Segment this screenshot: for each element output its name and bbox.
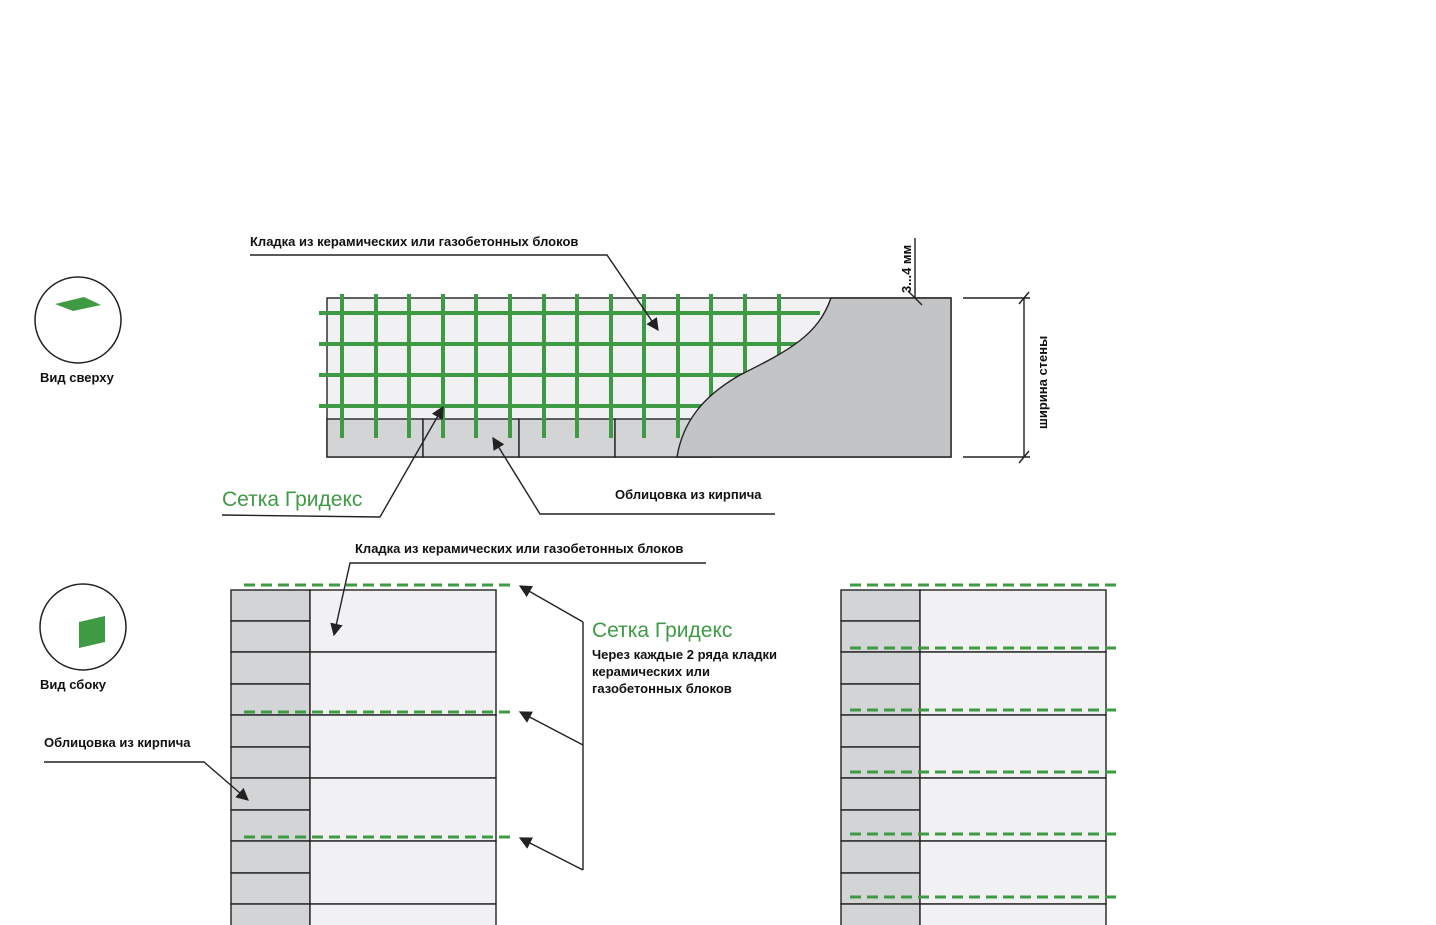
brick xyxy=(422,418,520,458)
mesh-leader-side xyxy=(518,711,584,746)
masonry-block xyxy=(919,589,1107,653)
mesh-leader-side xyxy=(518,837,584,871)
top-view-label: Вид сверху xyxy=(40,370,115,385)
brick xyxy=(230,903,311,925)
brick-column-right xyxy=(840,589,921,925)
top-view-circle xyxy=(34,276,122,364)
gridex-mesh-top xyxy=(319,294,820,438)
brick xyxy=(840,651,921,685)
masonry-block xyxy=(309,589,497,653)
brick xyxy=(840,714,921,748)
brick xyxy=(230,714,311,748)
mesh-label-top: Сетка Гридекс xyxy=(222,488,362,511)
brick xyxy=(230,840,311,874)
masonry-block xyxy=(309,714,497,779)
side-view-label: Вид сбоку xyxy=(40,677,107,692)
mesh-note-line: Через каждые 2 ряда кладки xyxy=(592,647,777,662)
cladding-label-top: Облицовка из кирпича xyxy=(615,487,762,502)
brick xyxy=(230,746,311,779)
masonry-block xyxy=(919,651,1107,716)
gridex-mesh-lines-right xyxy=(850,583,1120,899)
green-sheet-flat-icon xyxy=(55,297,101,311)
masonry-block xyxy=(919,777,1107,842)
masonry-block xyxy=(919,714,1107,779)
brick-column-left xyxy=(230,589,311,925)
width-tick-top xyxy=(1018,291,1030,305)
masonry-block xyxy=(309,840,497,905)
brick xyxy=(230,777,311,811)
masonry-label-top: Кладка из керамических или газобетонных … xyxy=(250,234,578,249)
mesh-leader-side xyxy=(518,585,584,623)
gridex-mesh-lines-left xyxy=(244,583,510,839)
brick xyxy=(840,809,921,842)
brick xyxy=(230,620,311,653)
brick xyxy=(840,903,921,925)
masonry-block xyxy=(919,903,1107,925)
mesh-leader-top xyxy=(221,405,444,518)
green-sheet-vertical-icon xyxy=(79,616,105,648)
block-column-right xyxy=(919,589,1107,925)
wall-section-cutaway xyxy=(676,297,952,458)
gap-label: 3...4 мм xyxy=(899,245,914,293)
side-view-diagram: Кладка из керамических или газобетонных … xyxy=(44,541,777,925)
block-column-left xyxy=(309,589,497,925)
side-view-diagram-alt xyxy=(840,583,1120,925)
mesh-note-line: газобетонных блоков xyxy=(592,681,732,696)
masonry-leader-top xyxy=(250,254,659,332)
masonry-label-side: Кладка из керамических или газобетонных … xyxy=(355,541,683,556)
brick xyxy=(840,777,921,811)
brick xyxy=(230,683,311,716)
cladding-label-side: Облицовка из кирпича xyxy=(44,735,191,750)
brick xyxy=(230,589,311,622)
wall-width-label: ширина стены xyxy=(1035,336,1050,429)
brick xyxy=(518,418,616,458)
brick-cladding-row xyxy=(326,418,712,458)
brick xyxy=(230,651,311,685)
side-view-legend: Вид сбоку xyxy=(39,583,127,692)
masonry-block xyxy=(919,840,1107,905)
brick xyxy=(840,589,921,622)
brick xyxy=(230,872,311,905)
mesh-note-line: керамических или xyxy=(592,664,710,679)
brick xyxy=(840,872,921,905)
top-view-diagram: 3...4 мм ширина стены Кладка из керамиче… xyxy=(221,234,1050,518)
mesh-label-side: Сетка Гридекс xyxy=(592,619,732,642)
top-view-legend: Вид сверху xyxy=(34,276,122,385)
cladding-leader-top xyxy=(492,436,775,515)
cladding-leader-side xyxy=(44,761,249,801)
masonry-block xyxy=(309,777,497,842)
masonry-leader-side xyxy=(330,562,706,637)
masonry-block xyxy=(309,651,497,716)
gap-dimension-tick xyxy=(907,290,923,306)
masonry-block xyxy=(309,903,497,925)
width-tick-bottom xyxy=(1018,450,1030,464)
brick xyxy=(840,840,921,874)
